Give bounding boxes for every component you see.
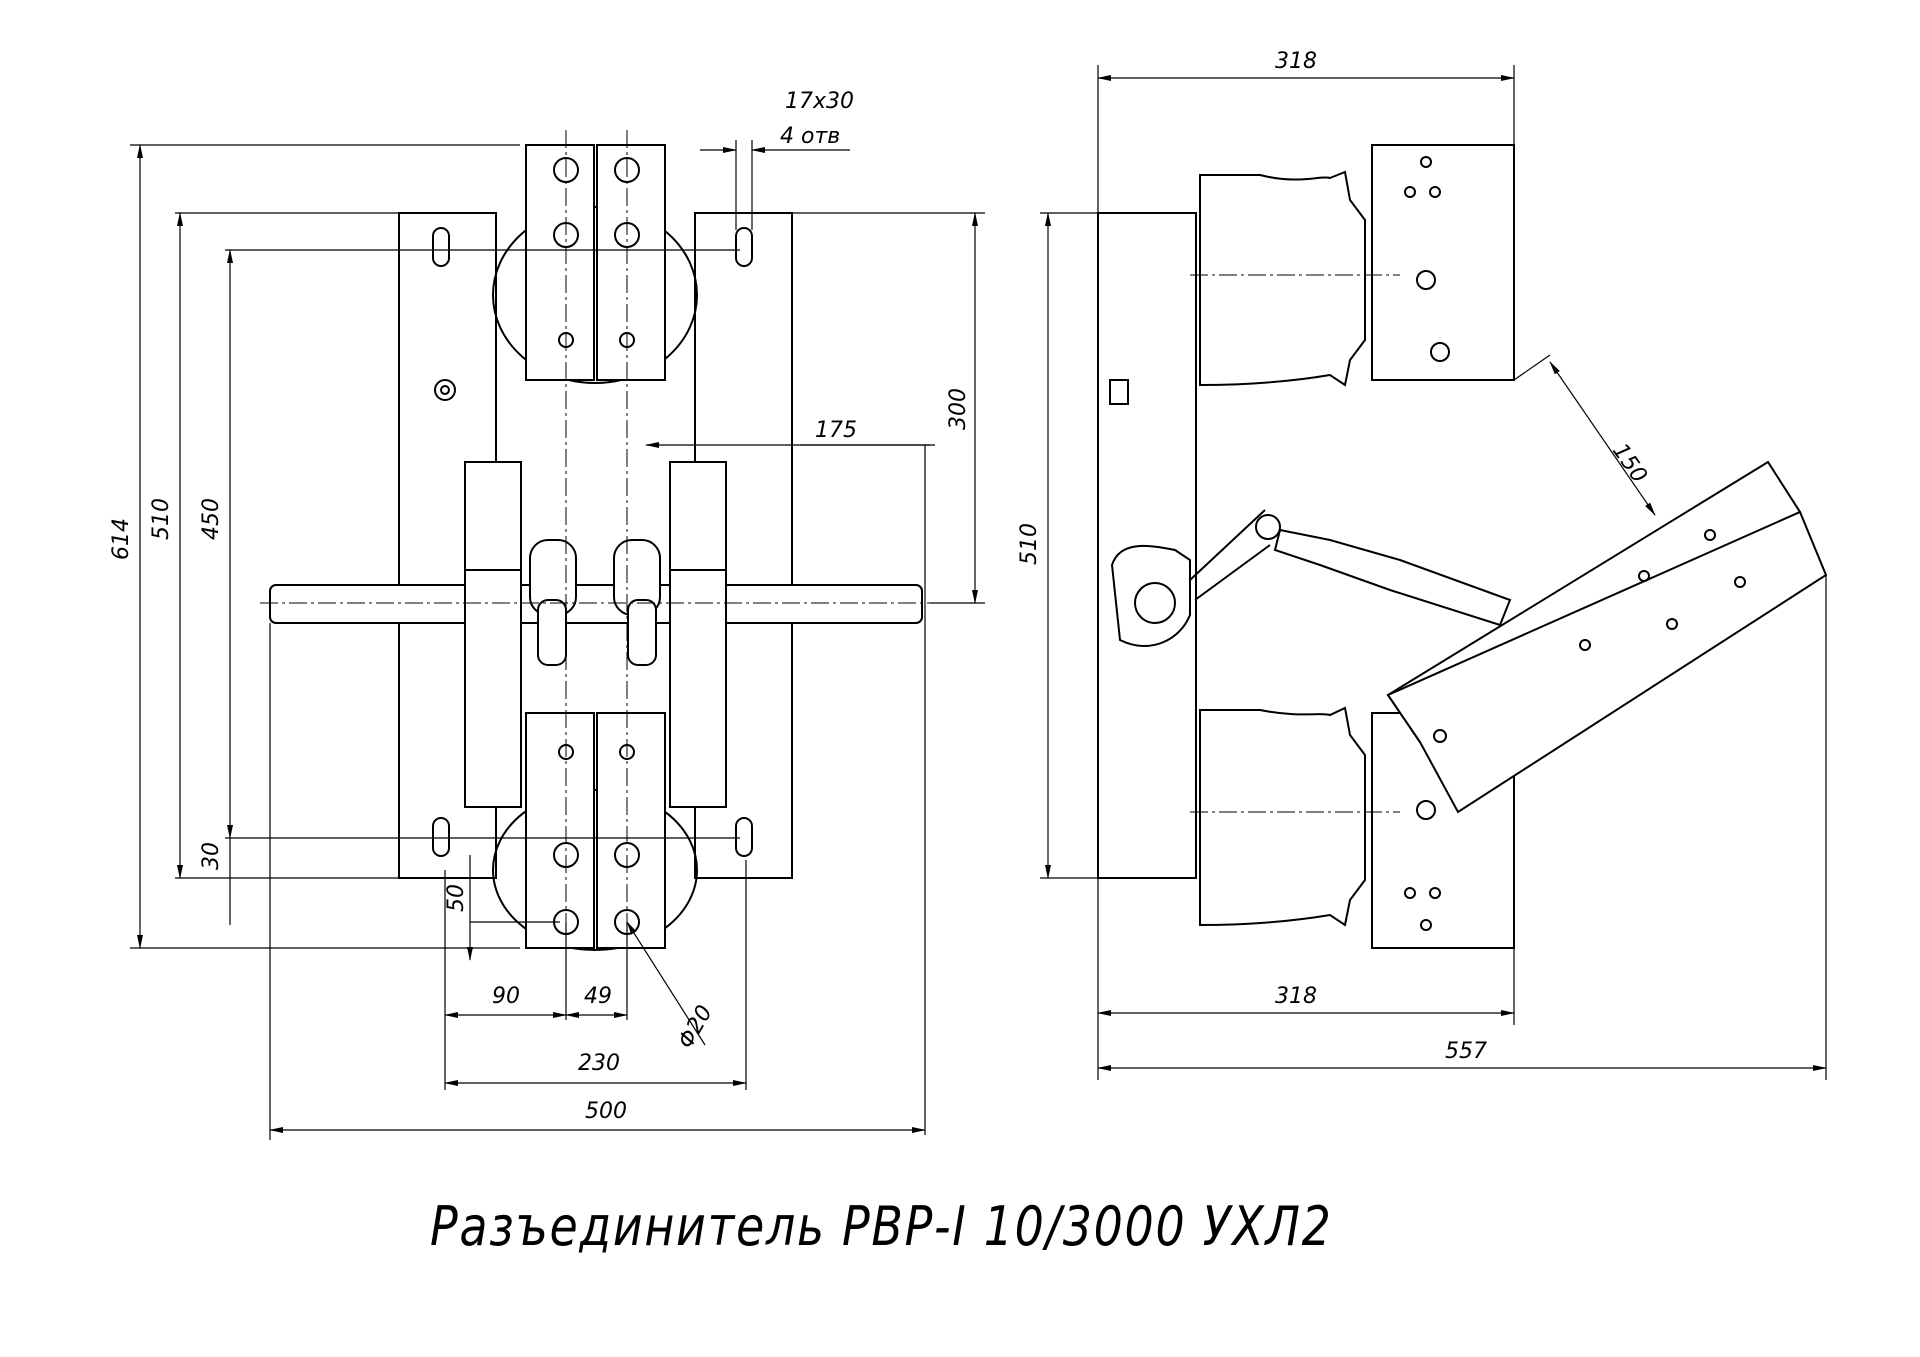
- side-dimensions: 318 510 318 557 150: [1017, 49, 1827, 1080]
- contact-block-holes: [1404, 156, 1450, 931]
- drive-lever: [1110, 544, 1191, 647]
- dim-557: 557: [1445, 1039, 1487, 1064]
- dim-500: 500: [585, 1099, 627, 1124]
- right-blade: [669, 461, 727, 808]
- dim-30: 30: [199, 842, 224, 870]
- dim-614: 614: [109, 518, 134, 560]
- dim-slot: 17x30: [785, 89, 854, 114]
- front-view: [260, 130, 930, 960]
- dim-49: 49: [584, 984, 612, 1009]
- dim-230: 230: [578, 1051, 620, 1076]
- dim-90: 90: [492, 984, 520, 1009]
- blade-lower: [1386, 510, 1828, 814]
- mounting-slots: [432, 227, 753, 857]
- dim-bottom-318: 318: [1275, 984, 1317, 1009]
- dim-top-318: 318: [1275, 49, 1317, 74]
- contact-springs: [529, 539, 661, 666]
- left-blade: [464, 461, 522, 808]
- top-contact-block: [1371, 144, 1515, 381]
- side-view: [1097, 144, 1828, 949]
- bottom-terminal-right: [596, 712, 666, 949]
- dim-slot-count: 4 отв: [780, 124, 840, 149]
- dim-175: 175: [815, 418, 857, 443]
- top-insulator-side: [1199, 170, 1366, 387]
- dim-side-510: 510: [1017, 523, 1042, 565]
- dim-510: 510: [149, 498, 174, 540]
- dim-450: 450: [199, 498, 224, 540]
- top-terminal-left: [525, 144, 595, 381]
- bottom-insulator-side: [1199, 706, 1366, 927]
- drawing-title: Разъединитель РВР-I 10/3000 УХЛ2: [430, 1195, 1333, 1258]
- top-terminal-right: [596, 144, 666, 381]
- base-frame: [1097, 212, 1197, 879]
- blade-holes: [1433, 529, 1746, 743]
- dim-300: 300: [946, 388, 971, 430]
- dim-50: 50: [444, 884, 469, 912]
- dim-150: 150: [1607, 439, 1652, 488]
- rod-insulator: [1273, 528, 1512, 627]
- drive-shaft: [269, 584, 923, 624]
- dim-phi20: Φ20: [674, 1001, 718, 1053]
